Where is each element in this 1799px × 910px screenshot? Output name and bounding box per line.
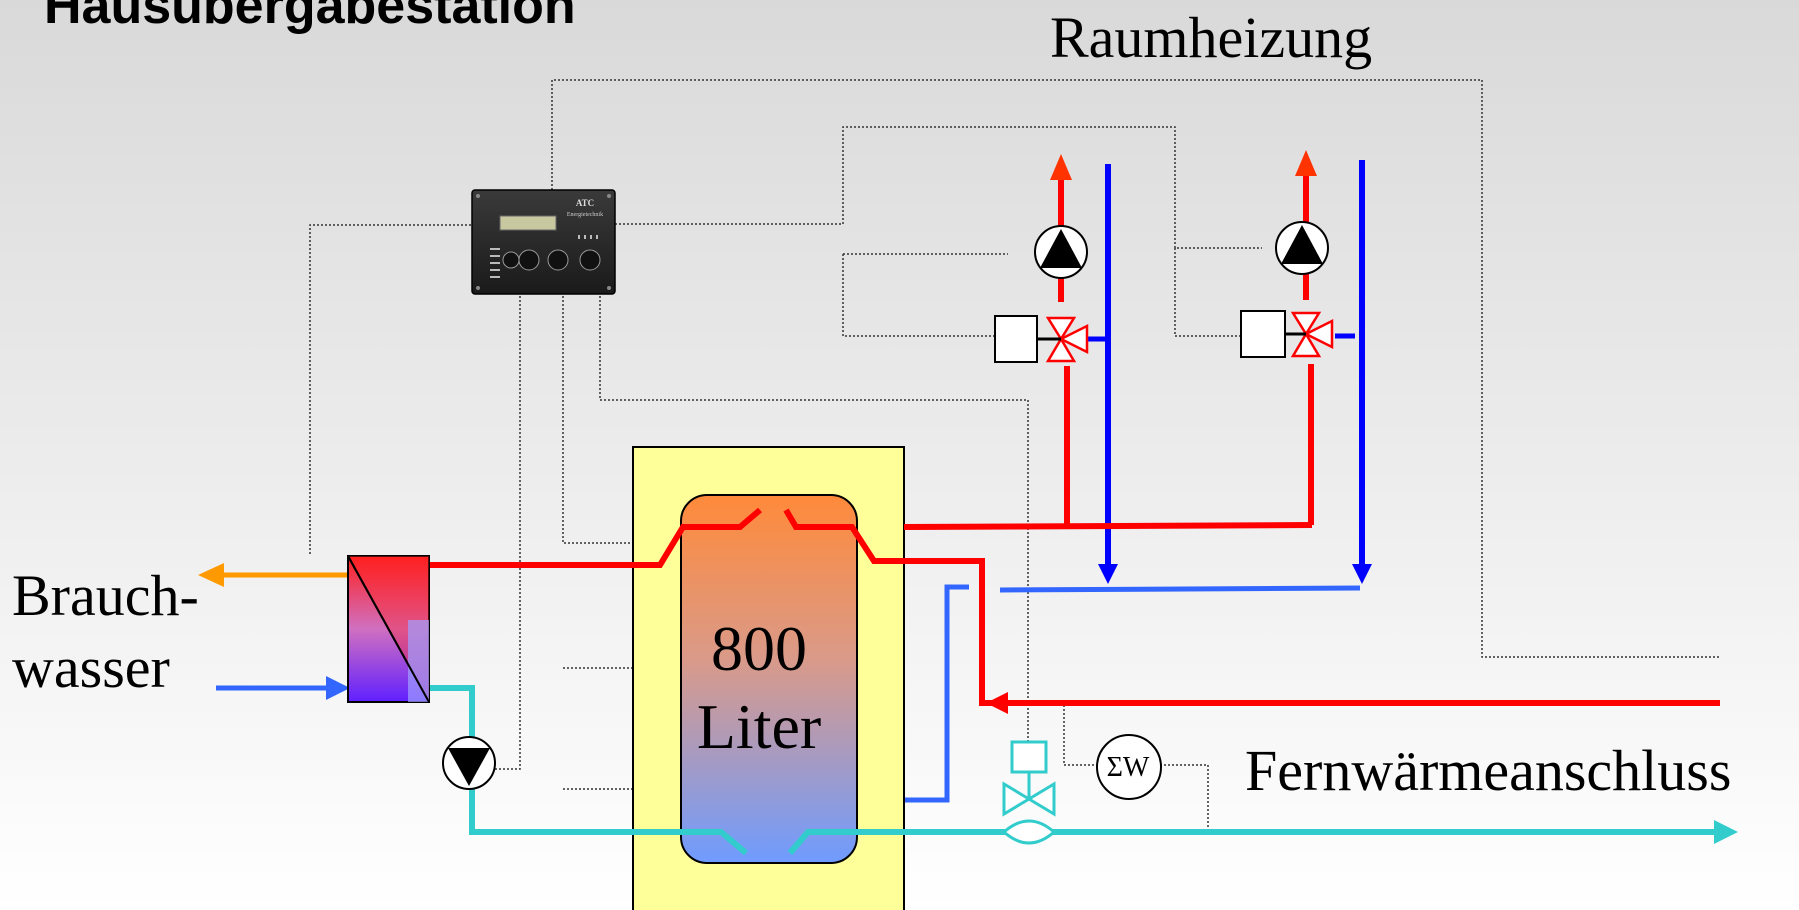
actuator-box-icon	[1240, 310, 1286, 358]
signal-line-hx	[309, 224, 475, 556]
signal-line-circ-pump	[494, 292, 521, 770]
controller-brand: ATC	[576, 198, 594, 208]
arrow-icon	[1714, 820, 1738, 844]
actuator-box-icon	[994, 315, 1038, 363]
district-heating-label: Fernwärmeanschluss	[1245, 738, 1732, 803]
signal-line-meter	[1063, 705, 1098, 766]
signal-line-meter-out	[1160, 764, 1209, 828]
arrow-icon	[1098, 564, 1118, 584]
page-title: Hausübergabestation	[44, 0, 576, 35]
arrow-icon	[1352, 564, 1372, 584]
pump-down-icon	[442, 736, 496, 790]
pump-up-icon	[1034, 225, 1088, 279]
three-way-valve-icon	[1290, 311, 1334, 358]
arrow-icon	[1295, 150, 1317, 176]
arrow-icon	[986, 692, 1008, 714]
tank-unit: Liter	[696, 691, 822, 762]
tank-vessel	[680, 494, 858, 864]
tank-label: 800 Liter	[684, 610, 834, 766]
heat-exchanger-icon	[347, 555, 430, 703]
cyan-return-line	[428, 685, 1718, 856]
hot-water-label: Brauch- wasser	[12, 560, 199, 704]
arrow-icon	[326, 676, 350, 700]
space-heating-label: Raumheizung	[1050, 5, 1373, 70]
controller-panel-icon: ATC Energietechnik	[471, 189, 616, 295]
heat-meter-label: ΣW	[1106, 752, 1150, 783]
signal-line-raum-outer	[551, 79, 1720, 658]
pump-up-icon	[1275, 221, 1329, 275]
signal-line-control-valve	[599, 292, 1029, 742]
heat-meter-icon	[1096, 734, 1162, 800]
arrow-icon	[198, 563, 224, 587]
control-valve-icon	[1001, 740, 1057, 845]
hot-water-label-line1: Brauch-	[12, 563, 199, 628]
space-heating-return-lines	[905, 160, 1365, 803]
signal-line-valve2	[1174, 248, 1247, 337]
tank-volume: 800	[711, 613, 807, 684]
controller-subtitle: Energietechnik	[567, 212, 603, 218]
red-supply-lines	[425, 170, 1720, 706]
three-way-valve-icon	[1045, 316, 1089, 363]
signal-line-pump1	[615, 126, 1262, 249]
signal-line-valve1	[842, 254, 1000, 337]
arrow-icon	[1050, 154, 1072, 180]
hot-water-label-line2: wasser	[12, 635, 170, 700]
